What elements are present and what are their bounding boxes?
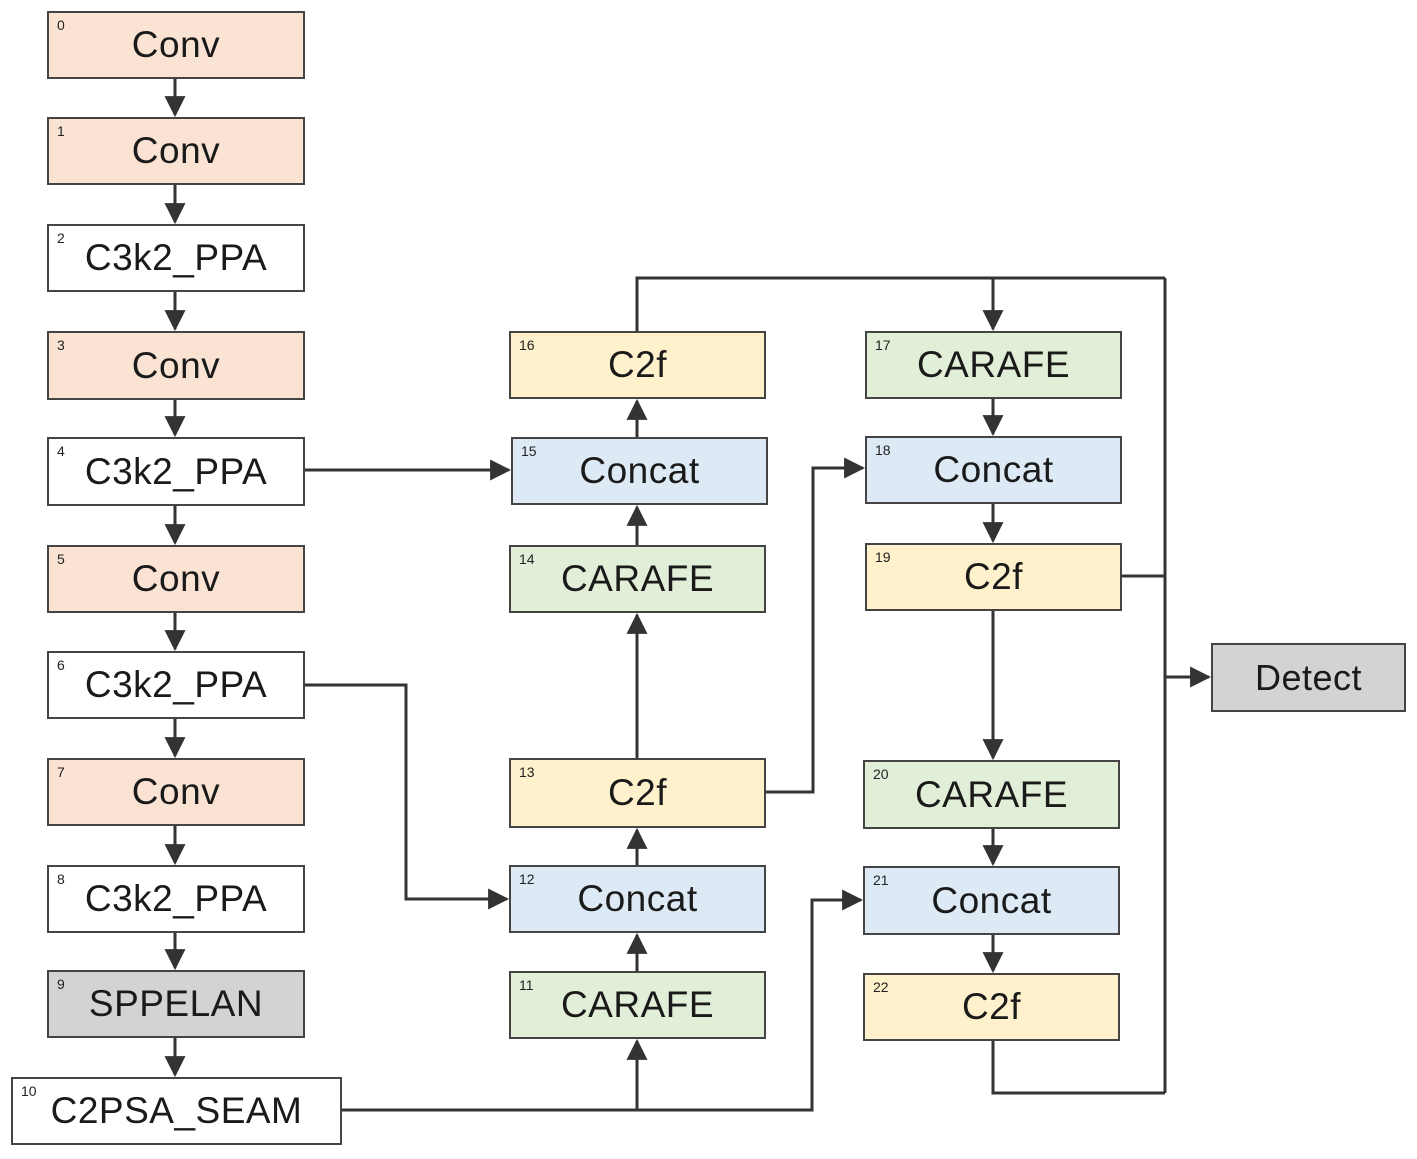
block-index: 19 [875,549,891,565]
block-label: C2f [961,986,1022,1027]
block-19: 19 C2f [865,543,1122,611]
block-17: 17 CARAFE [865,331,1122,399]
block-label: C3k2_PPA [84,878,268,919]
block-index: 4 [57,443,65,459]
block-20: 20 CARAFE [863,760,1120,829]
block-index: 18 [875,442,891,458]
block-index: 7 [57,764,65,780]
block-1: 1 Conv [47,117,305,185]
edge-22-bus [991,1041,1165,1095]
block-15: 15 Concat [511,437,768,505]
block-18: 18 Concat [865,436,1122,504]
block-label: Conv [131,24,221,65]
block-5: 5 Conv [47,545,305,613]
block-label: C2f [607,344,668,385]
block-index: 0 [57,17,65,33]
edge-10-11 [342,1038,648,1112]
block-7: 7 Conv [47,758,305,826]
block-index: 12 [519,871,535,887]
block-21: 21 Concat [863,866,1120,935]
block-index: 15 [521,443,537,459]
block-label: SPPELAN [88,983,264,1024]
edge-6-12 [305,683,510,910]
block-index: 21 [873,872,889,888]
block-index: 22 [873,979,889,995]
block-index: 2 [57,230,65,246]
block-10: 10 C2PSA_SEAM [11,1077,342,1145]
block-label: Concat [933,449,1054,490]
block-label: Detect [1254,656,1363,698]
block-label: C3k2_PPA [84,237,268,278]
block-index: 20 [873,766,889,782]
block-index: 13 [519,764,535,780]
block-3: 3 Conv [47,331,305,400]
block-6: 6 C3k2_PPA [47,651,305,719]
edge-16-bus [635,276,1165,331]
block-0: 0 Conv [47,11,305,79]
block-label: Concat [931,879,1052,921]
block-16: 16 C2f [509,331,766,399]
edge-10-21 [637,889,864,1112]
block-index: 1 [57,123,65,139]
block-label: Concat [579,450,700,491]
block-index: 8 [57,871,65,887]
block-index: 11 [519,977,534,993]
block-label: CARAFE [560,984,715,1025]
block-index: 9 [57,976,65,992]
block-label: CARAFE [916,344,1071,385]
block-label: C2f [963,556,1024,597]
edge-13-18 [766,457,866,794]
block-label: CARAFE [560,558,715,599]
block-4: 4 C3k2_PPA [47,437,305,506]
block-index: 6 [57,657,65,673]
block-11: 11 CARAFE [509,971,766,1039]
block-index: 16 [519,337,535,353]
block-2: 2 C3k2_PPA [47,224,305,292]
block-label: Conv [131,344,221,386]
block-label: C2f [607,772,668,813]
block-label: C2PSA_SEAM [50,1090,303,1131]
block-label: Concat [577,878,698,919]
block-label: CARAFE [914,773,1069,815]
block-label: C3k2_PPA [84,664,268,705]
block-index: 5 [57,551,65,567]
block-label: Conv [131,130,221,171]
detect-block: Detect [1211,643,1406,712]
block-14: 14 CARAFE [509,545,766,613]
block-22: 22 C2f [863,973,1120,1041]
block-12: 12 Concat [509,865,766,933]
block-index: 17 [875,337,891,353]
block-label: Conv [131,771,221,812]
block-9: 9 SPPELAN [47,970,305,1038]
block-index: 14 [519,551,535,567]
block-index: 3 [57,337,65,353]
block-index: 10 [21,1083,37,1099]
block-label: C3k2_PPA [84,450,268,492]
block-label: Conv [131,558,221,599]
block-8: 8 C3k2_PPA [47,865,305,933]
